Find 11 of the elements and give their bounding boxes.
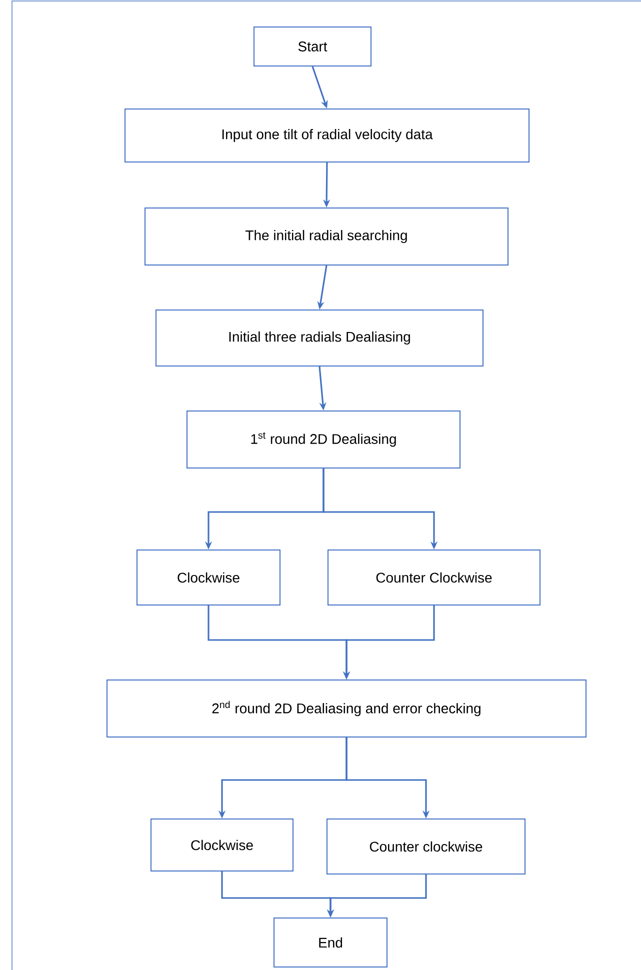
process-box: 1$^{st}$ round 2D Dealiasing: [186, 410, 460, 468]
process-box: Start: [254, 26, 372, 66]
process-box: Input one tilt of radial velocity data: [124, 108, 530, 162]
process-box: Counter Clockwise: [328, 550, 540, 606]
process-box: Initial three radials Dealiasing: [156, 310, 484, 366]
process-box: End: [274, 918, 388, 968]
process-box: Counter clockwise: [326, 818, 526, 874]
process-box: Clockwise: [150, 818, 294, 872]
process-box: The initial radial searching: [144, 208, 508, 266]
process-box: 2$^{nd}$ round 2D Dealiasing and error checking: [106, 680, 586, 738]
process-box: Clockwise: [136, 550, 280, 606]
